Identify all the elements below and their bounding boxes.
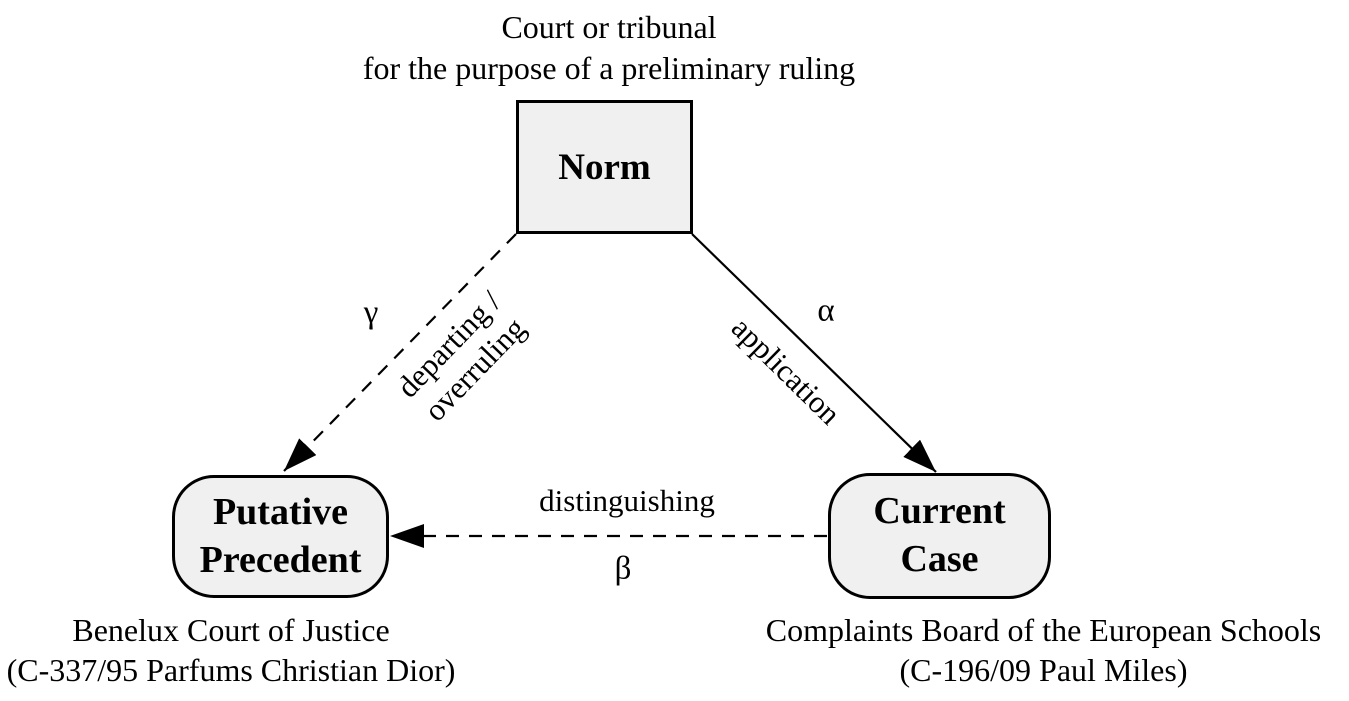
node-current-case-label-line2: Case xyxy=(900,538,979,580)
figure-header-line2: for the purpose of a preliminary ruling xyxy=(362,50,856,86)
caption-putative-precedent-line2: (C-337/95 Parfums Christian Dior) xyxy=(6,652,456,688)
caption-current-case: Complaints Board of the European Schools… xyxy=(738,610,1349,690)
node-norm-label: Norm xyxy=(558,146,651,188)
figure-header: Court or tribunal for the purpose of a p… xyxy=(234,7,984,89)
node-norm: Norm xyxy=(516,100,693,234)
edge-beta-label: distinguishing xyxy=(539,483,715,518)
edge-gamma-symbol: γ xyxy=(363,294,379,331)
node-putative-precedent-label-line2: Precedent xyxy=(199,538,362,581)
caption-putative-precedent: Benelux Court of Justice (C-337/95 Parfu… xyxy=(0,610,462,690)
node-putative-precedent: Putative Precedent xyxy=(172,475,389,598)
caption-current-case-line1: Complaints Board of the European Schools xyxy=(765,612,1322,648)
edge-alpha-line xyxy=(691,233,937,473)
edge-beta-symbol: β xyxy=(614,550,632,587)
edge-gamma-line xyxy=(283,233,517,472)
edge-alpha-symbol: α xyxy=(817,292,835,329)
caption-putative-precedent-line1: Benelux Court of Justice xyxy=(72,612,390,648)
figure-header-line1: Court or tribunal xyxy=(501,9,717,45)
node-putative-precedent-label-line1: Putative xyxy=(212,490,349,533)
node-current-case: Current Case xyxy=(828,473,1051,599)
node-current-case-label-line1: Current xyxy=(873,490,1006,533)
caption-current-case-line2: (C-196/09 Paul Miles) xyxy=(899,652,1188,688)
